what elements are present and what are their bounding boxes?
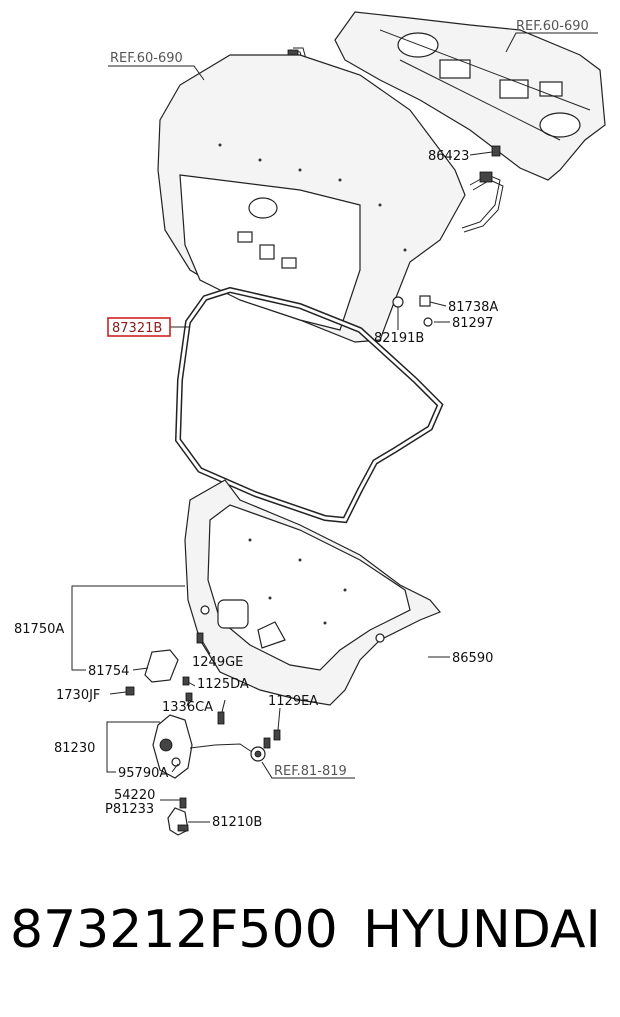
trim-panel-drawing	[184, 479, 441, 706]
striker-drawing	[167, 797, 189, 836]
label-1336ca: 1336CA	[162, 700, 213, 715]
label-1125da: 1125DA	[197, 677, 249, 692]
label-p81233: P81233	[105, 802, 154, 817]
label-1249ge: 1249GE	[192, 655, 243, 670]
label-81750a: 81750A	[14, 622, 64, 637]
label-81297: 81297	[452, 316, 493, 331]
label-82191b: 82191B	[374, 331, 424, 346]
label-81738a: 81738A	[448, 300, 498, 315]
label-ref-60-690-right: REF.60-690	[516, 19, 589, 34]
footer: 873212F500 HYUNDAI	[0, 900, 620, 980]
rear-panel-drawing	[334, 11, 606, 181]
weatherstrip-drawing	[174, 286, 444, 524]
parts-diagram: REF.60-690 REF.60-690 86423 81738A 81297…	[14, 11, 606, 836]
label-54220: 54220	[114, 788, 155, 803]
label-ref-60-690-left: REF.60-690	[110, 51, 183, 66]
latch-drawing	[152, 711, 281, 779]
highlight-box	[107, 317, 171, 337]
label-87321b: 87321B	[112, 321, 162, 336]
handle-cover-drawing	[125, 632, 204, 702]
label-81754: 81754	[88, 664, 129, 679]
bumper-parts	[392, 145, 501, 327]
brand-name: HYUNDAI	[363, 900, 601, 960]
label-86423: 86423	[428, 149, 469, 164]
label-ref-81-819: REF.81-819	[274, 764, 347, 779]
label-86590: 86590	[452, 651, 493, 666]
label-81230: 81230	[54, 741, 95, 756]
part-number: 873212F500	[10, 900, 338, 960]
label-1730jf: 1730JF	[56, 688, 100, 703]
label-95790a: 95790A	[118, 766, 168, 781]
label-81210b: 81210B	[212, 815, 262, 830]
label-1129ea: 1129EA	[268, 694, 318, 709]
leader-lines	[71, 32, 598, 823]
